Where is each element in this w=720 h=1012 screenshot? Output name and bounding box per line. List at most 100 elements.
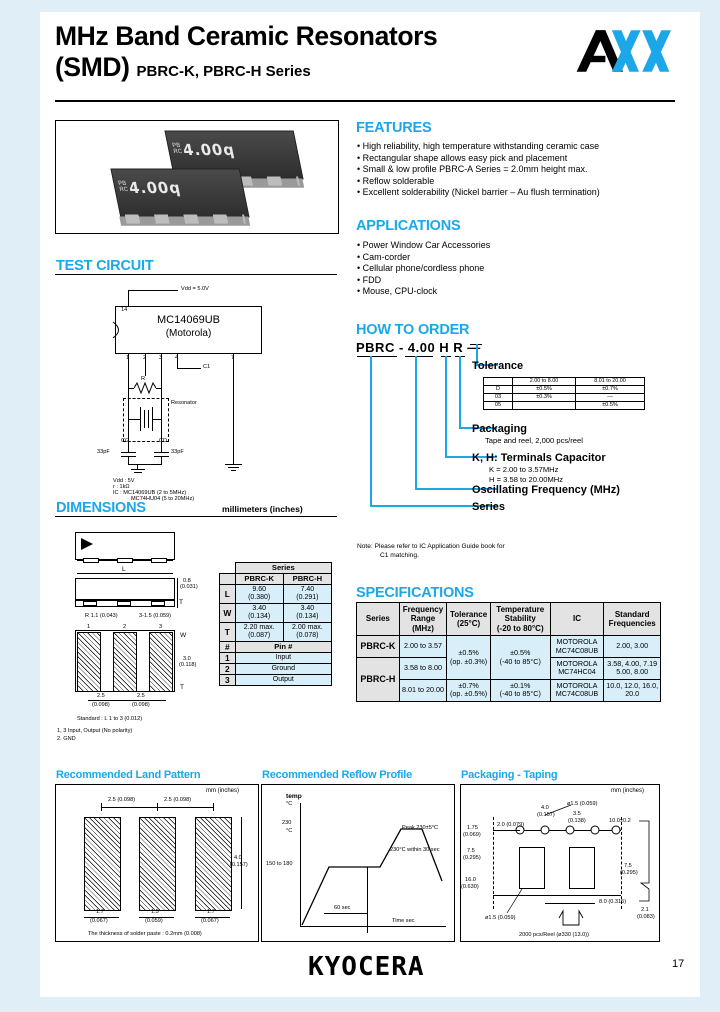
spec-temp-0-b: (-40 to 85°C) — [499, 656, 541, 666]
side-term-1 — [83, 601, 97, 606]
land-tick-b — [157, 803, 158, 811]
page-title: MHz Band Ceramic Resonators — [55, 21, 438, 51]
land-pad-dim-3i: (0.067) — [201, 918, 219, 924]
pin-hash-header: # — [219, 641, 236, 653]
tc-note-2: r : 1kΩ — [113, 484, 130, 490]
pin1-wire — [128, 354, 129, 452]
tol-col-high: 8.01 to 20.00 — [574, 377, 646, 386]
land-pad-3 — [195, 817, 232, 911]
pitch2-inch: (0.098) — [132, 702, 150, 708]
table-row: W 3.40 (0.134) 3.40 (0.134) — [219, 603, 333, 623]
packaging-footnote: 2000 pcs/Reel (ø330 (13.0)) — [519, 932, 589, 938]
leader-terminals-v — [445, 356, 447, 457]
tol-03-low: ±0.3% — [512, 393, 576, 402]
vdd-label: Vdd = 5.0V — [181, 286, 209, 292]
dim-blank-cell — [219, 562, 236, 574]
tape-right-dash — [621, 817, 622, 909]
terminal-width-label: 3-1.5 (0.059) — [139, 613, 172, 619]
spec-ic-0: MOTOROLA MC74C08UB — [549, 635, 605, 659]
spec-ic-1-a: MOTOROLA — [556, 659, 598, 669]
tol-05-high: ±0.5% — [574, 401, 646, 410]
pkg-lbl-9: 7.5 — [467, 848, 475, 854]
pin-label-header: Pin # — [234, 641, 333, 653]
ic-name: MC14069UB — [157, 314, 220, 326]
applications-heading: APPLICATIONS — [356, 218, 461, 234]
packaging-box: mm (inches) 2.0 (0.079) 1.75 (0.069) 7.5… — [460, 784, 660, 942]
pitch2-value: 2.5 — [137, 693, 145, 699]
tol-corner-cell — [483, 377, 513, 386]
reflow-above-label: 230°C within 30 sec — [390, 847, 440, 853]
tol-code-03: 03 — [483, 393, 513, 402]
pin-14-label: 14 — [121, 307, 128, 313]
dim-L-h: 7.40 (0.291) — [282, 584, 333, 604]
table-row: PBRC-H 3.58 to 8.00 MOTOROLA MC74HC04 3.… — [356, 657, 661, 702]
spec-freq-0: 2.00 to 3.57 — [398, 635, 448, 659]
tape-cavity-2 — [569, 847, 595, 889]
tol-05-low — [512, 401, 576, 410]
table-row: # Pin # — [219, 641, 333, 653]
vdd-drop — [128, 290, 129, 307]
land-bot-line-1 — [84, 917, 119, 918]
dim-series-header: Series — [234, 562, 333, 574]
page-header: MHz Band Ceramic Resonators (SMD) PBRC-K… — [55, 21, 685, 102]
pin-func-2: Ground — [234, 663, 333, 675]
feature-item: High reliability, high temperature withs… — [357, 141, 600, 153]
spec-series-pbrc-k: PBRC-K — [356, 635, 400, 659]
tape-bottom-edge — [493, 895, 621, 896]
side-term-2 — [117, 601, 131, 606]
spec-tol-0-a: ±0.5% — [458, 648, 479, 658]
order-note-line2: C1 matching. — [380, 552, 419, 559]
spec-temp-0-a: ±0.5% — [510, 648, 531, 658]
dim-T-h: 2.00 max. (0.078) — [282, 622, 333, 642]
feature-item: Rectangular shape allows easy pick and p… — [357, 153, 600, 165]
how-to-order-heading: HOW TO ORDER — [356, 322, 470, 338]
feature-item: Excellent solderability (Nickel barrier … — [357, 187, 600, 199]
table-row: T 2.20 max. (0.087) 2.00 max. (0.078) — [219, 622, 333, 642]
reflow-dwell-marker — [367, 867, 369, 933]
cg-down — [128, 456, 129, 464]
tol-col-low: 2.00 to 8.00 — [512, 377, 576, 386]
table-row: 3 Output — [219, 674, 333, 686]
leader-frequency-v — [415, 356, 417, 489]
spec-temp-l2: Stability — [504, 614, 536, 624]
pkg-lbl-10: (0.295) — [463, 855, 481, 861]
dim-T-k-mm: 2.20 max. — [243, 624, 275, 631]
cavity-pitch-line — [545, 903, 595, 904]
cd-label: CD — [159, 438, 168, 444]
avx-logo-icon — [576, 30, 671, 72]
cd-down — [161, 456, 162, 464]
spec-std-0: 2.00, 3.00 — [603, 635, 661, 659]
reson-plate-3 — [148, 410, 149, 428]
pitch1-value: 2.5 — [97, 693, 105, 699]
page-number: 17 — [672, 958, 685, 970]
feature-item: Reflow solderable — [357, 176, 600, 188]
tolerance-label: Tolerance — [472, 360, 524, 372]
pitch1-inch: (0.098) — [92, 702, 110, 708]
spec-temp-2-b: (-40 to 85°C) — [499, 689, 541, 699]
dim-footnote-2: 2. GND — [57, 736, 76, 742]
spec-ic-0-a: MOTOROLA — [556, 637, 598, 647]
tol-code-05: 05 — [483, 401, 513, 410]
pkg-lbl-11a: 7.5 — [624, 863, 632, 869]
leader-packaging-h — [459, 427, 497, 429]
spec-ic-0-b: MC74C08UB — [555, 645, 599, 655]
order-code: PBRC - 4.00 H R — — [356, 340, 481, 355]
spec-freq-l2: Range — [410, 614, 436, 624]
gnd2-bar-2 — [134, 472, 142, 473]
reflow-curve — [301, 828, 443, 926]
series-label: Series — [472, 501, 506, 513]
dimensions-unit-note: millimeters (inches) — [222, 504, 303, 514]
vdd-wire — [128, 290, 178, 291]
pkg-lbl-7: (0.138) — [568, 818, 586, 824]
pin-label-2: 2 — [143, 355, 146, 362]
tol-code-D: D — [483, 385, 513, 394]
land-pad-2 — [139, 817, 176, 911]
pkg-lbl-6: 3.5 — [573, 811, 581, 817]
dim-W-h: 3.40 (0.134) — [282, 603, 333, 623]
resonator-outline — [123, 398, 169, 442]
label-W: W — [180, 632, 187, 639]
resistor-symbol-icon — [134, 381, 156, 395]
dim-footnote-1: 1, 3 Input, Output (No polarity) — [57, 728, 133, 734]
orientation-mark-icon — [81, 538, 93, 550]
